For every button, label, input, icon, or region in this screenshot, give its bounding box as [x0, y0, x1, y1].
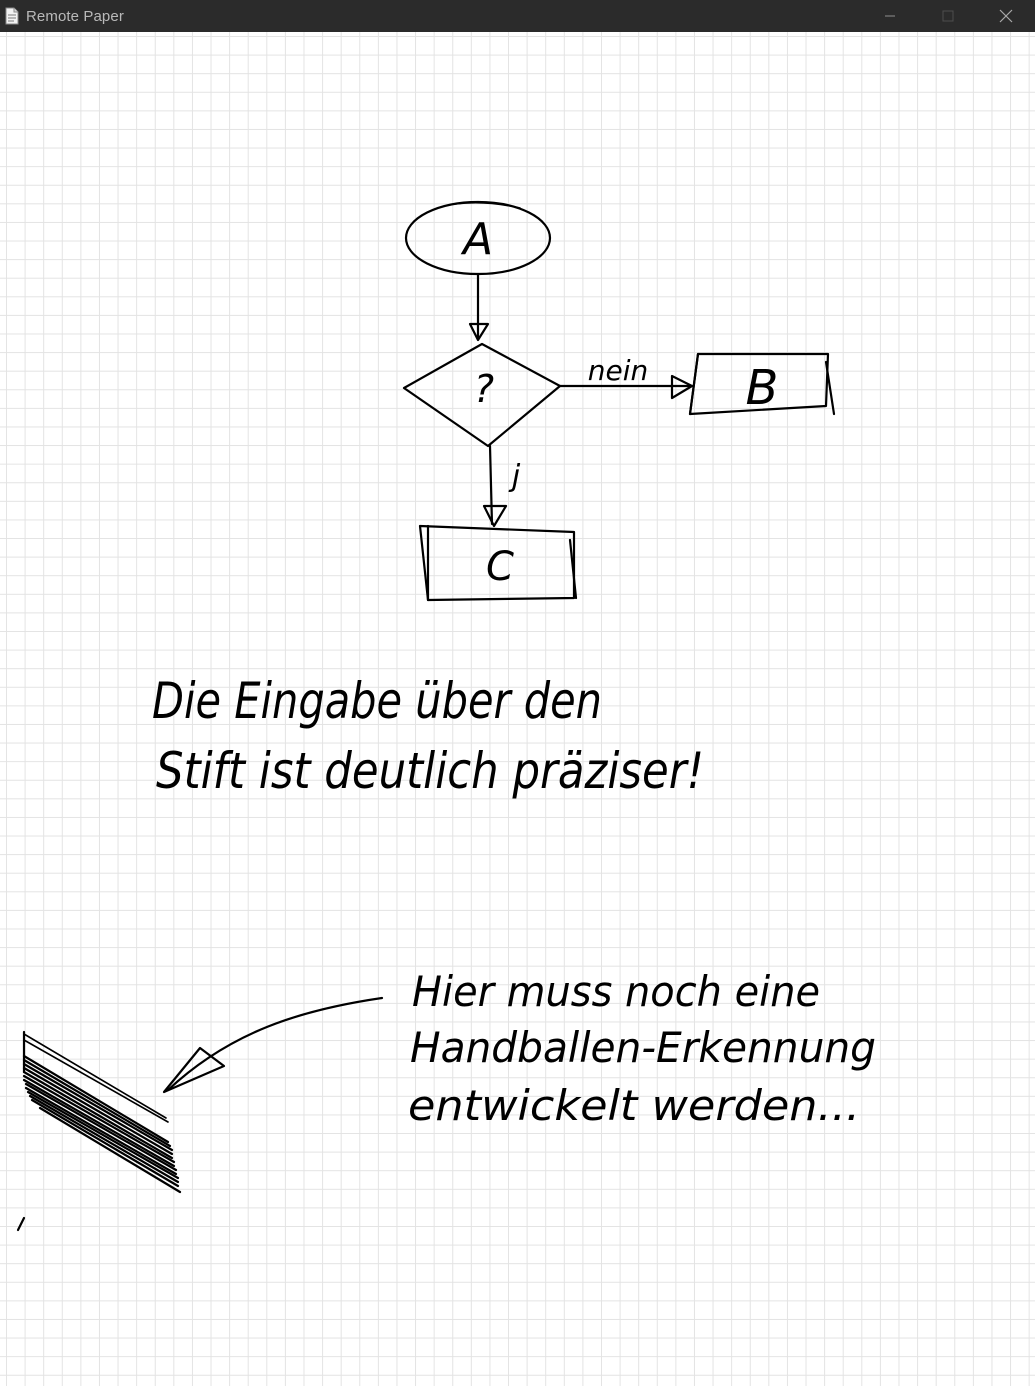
- title-bar[interactable]: Remote Paper: [0, 0, 1035, 32]
- close-icon: [999, 9, 1013, 23]
- window-controls: [861, 0, 1035, 32]
- note-line-2: Stift ist deutlich präziser!: [156, 742, 704, 800]
- box-c-label: C: [486, 544, 514, 590]
- close-button[interactable]: [977, 0, 1035, 32]
- yes-branch-label: j: [508, 459, 521, 494]
- box-c: [418, 524, 576, 602]
- handwritten-hint: Hier muss noch eine Handballen-Erkennung…: [408, 967, 876, 1130]
- palm-smudge: [16, 1030, 182, 1232]
- ink-layer: A ? nein B j: [16, 200, 876, 1232]
- no-branch-label: nein: [588, 354, 649, 387]
- decision-label: ?: [474, 367, 494, 411]
- drawing-canvas[interactable]: A ? nein B j: [0, 32, 1035, 1386]
- decision-diamond: [402, 342, 562, 448]
- hint-line-3: entwickelt werden...: [408, 1081, 860, 1130]
- window-title: Remote Paper: [26, 7, 124, 25]
- maximize-button[interactable]: [919, 0, 977, 32]
- note-line-1: Die Eingabe über den: [152, 672, 602, 730]
- hint-line-1: Hier muss noch eine: [412, 967, 820, 1016]
- handwritten-note: Die Eingabe über den Stift ist deutlich …: [152, 672, 704, 800]
- maximize-icon: [942, 10, 954, 22]
- flowchart: A ? nein B j: [402, 200, 836, 602]
- start-label: A: [460, 214, 493, 265]
- box-b-label: B: [746, 360, 779, 416]
- minimize-button[interactable]: [861, 0, 919, 32]
- minimize-icon: [885, 15, 895, 17]
- arrow-yes-branch: [488, 444, 494, 526]
- document-icon: [5, 7, 19, 25]
- curved-arrow: [162, 996, 384, 1094]
- hint-line-2: Handballen-Erkennung: [410, 1023, 876, 1072]
